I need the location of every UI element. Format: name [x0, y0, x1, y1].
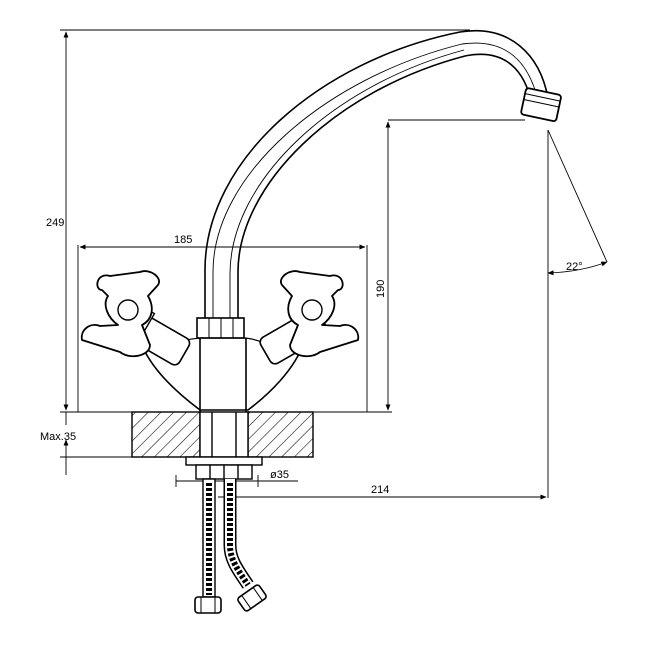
- left-flex-hose: [194, 478, 222, 614]
- angle-arc: [547, 261, 608, 276]
- dimension-lines: [63, 31, 608, 500]
- total-height-label: 249: [46, 217, 64, 229]
- spout-height-label: 190: [375, 280, 387, 298]
- extension-lines: [60, 29, 549, 498]
- right-flex-hose: [223, 479, 267, 612]
- deck-thickness-label: Max.35: [40, 431, 76, 443]
- right-cross-handle-icon[interactable]: [280, 270, 360, 358]
- spout-reach-label: 214: [371, 484, 389, 496]
- spout: [204, 29, 549, 320]
- swivel-nut: [196, 317, 245, 339]
- hole-diameter-label: ø35: [270, 469, 289, 481]
- aerator: [520, 87, 562, 123]
- spread-label: 185: [174, 234, 192, 246]
- deck-section: [131, 411, 314, 458]
- spout-angle-label: 22°: [566, 261, 583, 273]
- mounting-assembly: [185, 411, 263, 480]
- left-cross-handle-icon[interactable]: [80, 270, 160, 358]
